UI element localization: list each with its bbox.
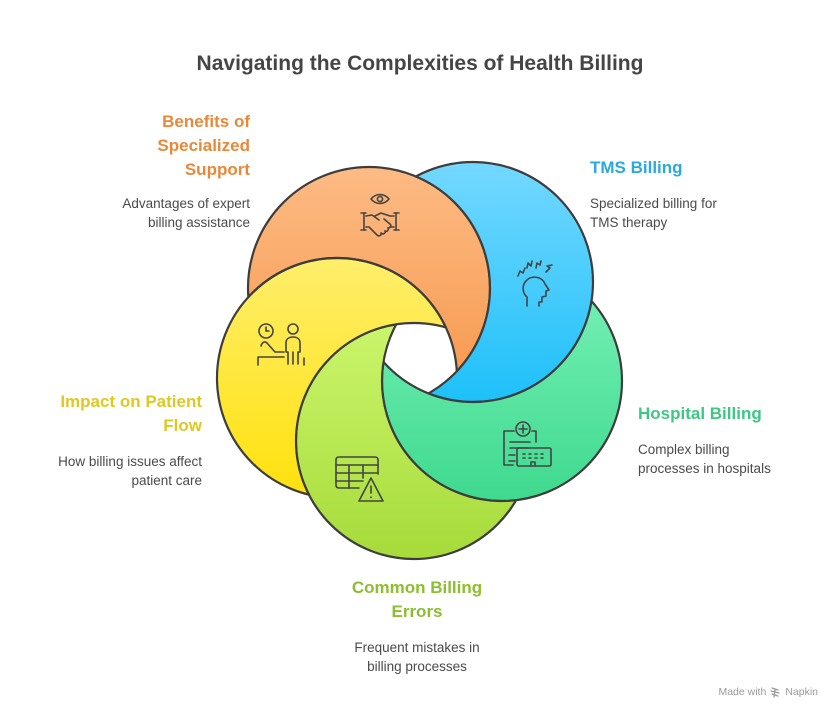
label-tms-billing: TMS Billing Specialized billing for TMS … [590, 156, 790, 232]
head-stimulation-icon [517, 260, 553, 307]
table-warning-icon [335, 456, 384, 502]
description-line: TMS therapy [590, 215, 668, 230]
heading-line: Specialized [157, 136, 250, 155]
label-impact-on-patient-flow: Impact on Patient Flow How billing issue… [10, 390, 202, 490]
heading-line: Support [184, 160, 250, 179]
heading-tms: TMS Billing [590, 156, 790, 180]
description-line: Specialized billing for [590, 196, 717, 211]
heading-line: TMS Billing [590, 158, 683, 177]
heading-benefits: Benefits of Specialized Support [60, 110, 250, 182]
heading-line: Hospital Billing [638, 404, 762, 423]
label-hospital-billing: Hospital Billing Complex billing process… [638, 402, 838, 478]
label-common-billing-errors: Common Billing Errors Frequent mistakes … [320, 576, 514, 676]
footer-made-with: Made with [718, 686, 767, 698]
description-tms: Specialized billing for TMS therapy [590, 194, 790, 232]
footer-brand: Napkin [785, 686, 818, 698]
heading-line: Impact on Patient [60, 392, 202, 411]
description-line: Complex billing [638, 442, 730, 457]
ring-segment-impact [215, 256, 459, 500]
description-line: Frequent mistakes in [354, 640, 480, 655]
description-impact: How billing issues affect patient care [10, 452, 202, 490]
heading-line: Common Billing [351, 578, 483, 597]
patient-waiting-icon [257, 323, 305, 366]
description-hospital: Complex billing processes in hospitals [638, 440, 838, 478]
description-line: billing processes [367, 659, 467, 674]
ring-inner-edge-errors [380, 323, 532, 503]
footer-attribution[interactable]: Made with Napkin [718, 686, 818, 698]
description-errors: Frequent mistakes in billing processes [320, 638, 514, 676]
description-line: patient care [131, 473, 202, 488]
ring-inner-edge-impact [294, 321, 457, 498]
description-line: How billing issues affect [58, 454, 202, 469]
description-benefits: Advantages of expert billing assistance [60, 194, 250, 232]
heading-line: Errors [391, 602, 443, 621]
heading-line: Flow [163, 416, 202, 435]
napkin-logo-icon [770, 686, 780, 698]
heading-impact: Impact on Patient Flow [10, 390, 202, 438]
label-benefits-of-specialized-support: Benefits of Specialized Support Advantag… [60, 110, 250, 232]
description-line: Advantages of expert [122, 196, 250, 211]
heading-line: Benefits of [162, 112, 250, 131]
handshake-eye-icon [360, 193, 400, 237]
heading-errors: Common Billing Errors [320, 576, 514, 624]
description-line: processes in hospitals [638, 461, 771, 476]
description-line: billing assistance [147, 215, 250, 230]
heading-hospital: Hospital Billing [638, 402, 838, 426]
hospital-document-icon [503, 421, 552, 467]
diagram-title: Navigating the Complexities of Health Bi… [196, 52, 644, 75]
